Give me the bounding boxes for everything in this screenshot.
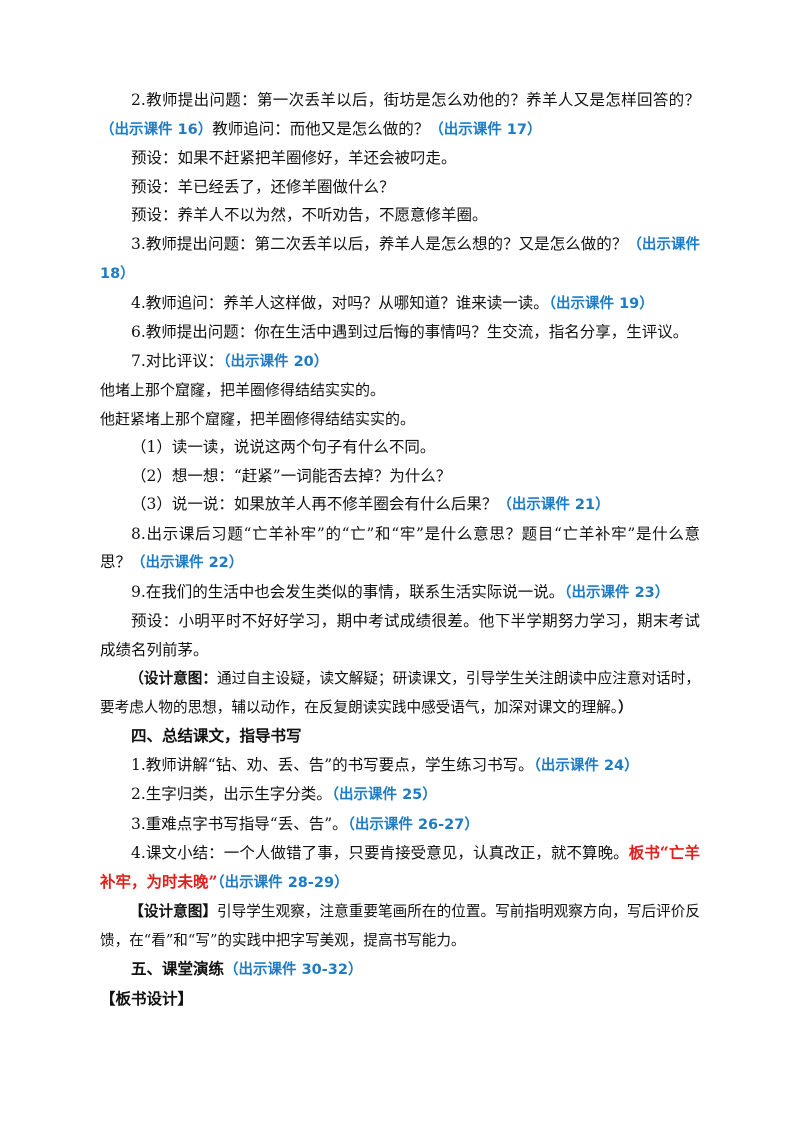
paragraph-exercise: 8.出示课后习题“亡羊补牢”的“亡”和“牢”是什么意思？题目“亡羊补牢”是什么意… — [100, 520, 700, 578]
board-note: 板书“亡羊补牢，为时未晚” — [100, 843, 700, 891]
design-intent-text: 引导学生观察，注意重要笔画所在的位置。写前指明观察方向，写后评价反馈，在“看”和… — [100, 903, 700, 949]
paragraph-text: 3.重难点字书写指导“丢、告”。 — [131, 814, 348, 833]
courseware-ref: （出示课件 17） — [429, 121, 542, 138]
paragraph-read: （1）读一读，说说这两个句子有什么不同。 — [131, 438, 436, 456]
paragraph-question-first-loss: 2.教师提出问题：第一次丢羊以后，街坊是怎么劝他的？养羊人又是怎样回答的？ （出示… — [100, 86, 700, 144]
design-intent-close: ） — [618, 699, 633, 716]
courseware-ref: （出示课件 19） — [548, 295, 654, 312]
paragraph-preset-2: 预设：羊已经丢了，还修羊圈做什么？ — [131, 177, 395, 196]
paragraph-writing-points: 1.教师讲解“钻、劝、丢、告”的书写要点，学生练习书写。（出示课件 24） — [100, 751, 700, 781]
board-design-heading: 【板书设计】 — [100, 988, 194, 1008]
paragraph-text: 2.生字归类，出示生字分类。 — [131, 785, 332, 803]
paragraph-text: 教师追问：而他又是怎么做的？ — [212, 119, 430, 138]
section-heading-text: 五、课堂演练 — [131, 959, 225, 978]
paragraph-question-second-loss: 3.教师提出问题：第二次丢羊以后，养羊人是怎么想的？又是怎么做的？（出示课件 1… — [100, 230, 700, 289]
design-intent-text: 通过自主设疑，读文解疑；研读课文，引导学生关注朗读中应注意对话时，要考虑人物的思… — [100, 670, 700, 716]
paragraph-preset-3: 预设：养羊人不以为然，不听劝告，不愿意修羊圈。 — [131, 206, 488, 224]
section-heading-5: 五、课堂演练（出示课件 30-32） — [100, 955, 700, 985]
section-heading-4: 四、总结课文，指导书写 — [131, 726, 302, 745]
paragraph-text: 3.教师提出问题：第二次丢羊以后，养羊人是怎么想的？又是怎么做的？ — [131, 234, 628, 253]
courseware-ref: （出示课件 30-32） — [224, 962, 363, 978]
paragraph-text: （3）说一说：如果放羊人再不修羊圈会有什么后果？ — [131, 495, 498, 513]
courseware-ref: （出示课件 21） — [497, 497, 610, 513]
paragraph-text: 2.教师提出问题：第一次丢羊以后，街坊是怎么劝他的？养羊人又是怎样回答的？ — [131, 91, 700, 109]
design-intent-1: （设计意图：通过自主设疑，读文解疑；研读课文，引导学生关注朗读中应注意对话时，要… — [100, 664, 700, 722]
paragraph-preset-xiaoming: 预设：小明平时不好好学习，期中考试成绩很差。他下半学期努力学习，期末考试成绩名列… — [100, 612, 700, 659]
courseware-ref: （出示课件 23） — [564, 584, 670, 601]
courseware-ref: （出示课件 18） — [100, 236, 701, 283]
paragraph-compare: 7.对比评议：（出示课件 20） — [100, 347, 700, 377]
courseware-ref: （出示课件 24） — [533, 757, 639, 774]
courseware-ref: （出示课件 25） — [331, 787, 437, 803]
courseware-ref: （出示课件 20） — [223, 353, 329, 370]
paragraph-text: 4.教师追问：养羊人这样做，对吗？从哪知道？谁来读一读。 — [131, 293, 549, 312]
paragraph-regret-question: 6.教师提出问题：你在生活中遇到过后悔的事情吗？生交流，指名分享，生评议。 — [131, 323, 689, 341]
design-intent-label: 【设计意图】 — [129, 903, 218, 920]
courseware-ref: （出示课件 28-29） — [217, 874, 349, 891]
paragraph-preset-1: 预设：如果不赶紧把羊圈修好，羊还会被叼走。 — [131, 149, 457, 167]
paragraph-text: 9.在我们的生活中也会发生类似的事情，联系生活实际说一说。 — [131, 582, 565, 601]
design-intent-label: （设计意图： — [129, 670, 218, 687]
paragraph-text: 1.教师讲解“钻、劝、丢、告”的书写要点，学生练习书写。 — [131, 755, 534, 774]
paragraph-speak: （3）说一说：如果放羊人再不修羊圈会有什么后果？（出示课件 21） — [100, 490, 700, 520]
sentence-example-2: 他赶紧堵上那个窟窿，把羊圈修得结结实实的。 — [100, 409, 416, 428]
courseware-ref: （出示课件 26-27） — [347, 816, 479, 833]
paragraph-summary: 4.课文小结：一个人做错了事，只要肯接受意见，认真改正，就不算晚。板书“亡羊补牢… — [100, 839, 700, 897]
paragraph-classify: 2.生字归类，出示生字分类。（出示课件 25） — [100, 780, 700, 810]
sentence-example-1: 他堵上那个窟窿，把羊圈修得结结实实的。 — [100, 381, 386, 399]
design-intent-2: 【设计意图】引导学生观察，注意重要笔画所在的位置。写前指明观察方向，写后评价反馈… — [100, 897, 700, 955]
courseware-ref: （出示课件 22） — [131, 555, 244, 571]
paragraph-text: 4.课文小结：一个人做错了事，只要肯接受意见，认真改正，就不算晚。 — [131, 844, 629, 862]
paragraph-text: 7.对比评议： — [131, 351, 224, 370]
paragraph-life-example: 9.在我们的生活中也会发生类似的事情，联系生活实际说一说。（出示课件 23） — [100, 578, 700, 608]
paragraph-text: 8.出示课后习题“亡羊补牢”的“亡”和“牢”是什么意思？题目“亡羊补牢”是什么意… — [100, 524, 700, 572]
paragraph-follow-up: 4.教师追问：养羊人这样做，对吗？从哪知道？谁来读一读。（出示课件 19） — [100, 289, 700, 319]
courseware-ref: （出示课件 16） — [100, 121, 213, 138]
paragraph-think: （2）想一想：“赶紧”一词能否去掉？为什么？ — [131, 466, 452, 485]
paragraph-hard-chars: 3.重难点字书写指导“丢、告”。（出示课件 26-27） — [100, 810, 700, 840]
